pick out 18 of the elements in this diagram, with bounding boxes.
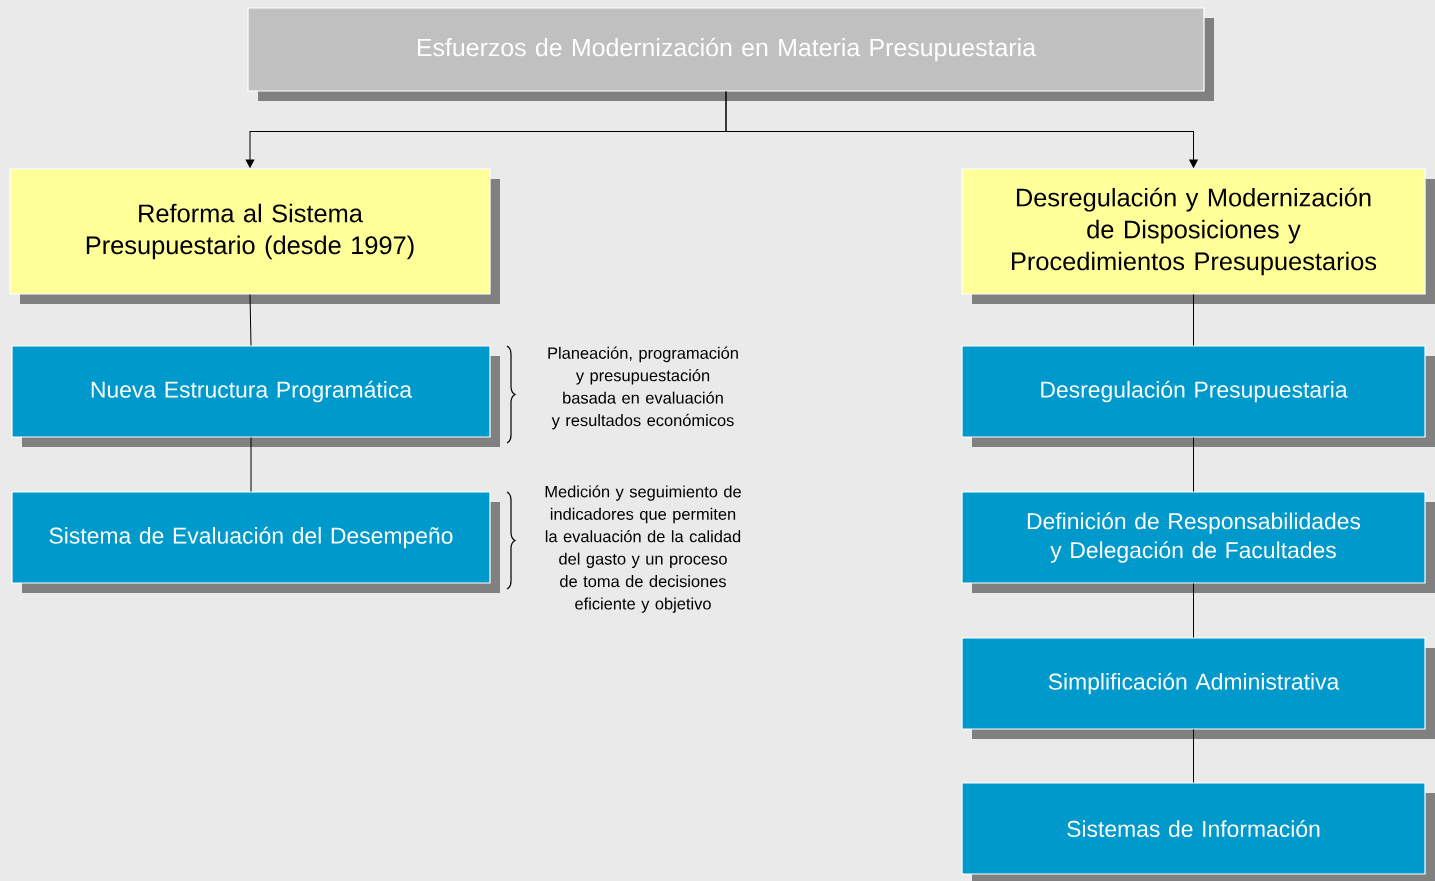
item-box: Simplificación Administrativa [961, 637, 1435, 739]
title-box: Esfuerzos de Modernización en Materia Presupuestaria [247, 7, 1214, 101]
note-text: Medición y seguimiento de indicadores que permiten la evaluación de la calidad del gasto y un proceso de toma de decisiones eficiente y objetivo [545, 485, 741, 613]
category-box: Reforma al Sistema Presupuestario (desde 1997) [9, 168, 500, 304]
item-box: Sistema de Evaluación del Desempeño [11, 491, 500, 593]
connector [249, 294, 252, 346]
item-box: Sistemas de Información [961, 782, 1435, 881]
item-box: Definición de Responsabilidades y Delegación de Facultades [961, 491, 1435, 593]
note-text: Planeación, programación y presupuestación basada en evaluación y resultados económicos [548, 346, 738, 430]
connector [1193, 729, 1194, 783]
connector [1193, 437, 1194, 492]
connector [1193, 583, 1194, 638]
connector [725, 91, 1198, 168]
item-box: Desregulación Presupuestaria [961, 345, 1435, 447]
category-box: Desregulación y Modernización de Disposiciones y Procedimientos Presupuestarios [961, 168, 1435, 304]
connector [1193, 294, 1194, 346]
item-box: Nueva Estructura Programática [11, 345, 500, 447]
connector [250, 437, 252, 492]
